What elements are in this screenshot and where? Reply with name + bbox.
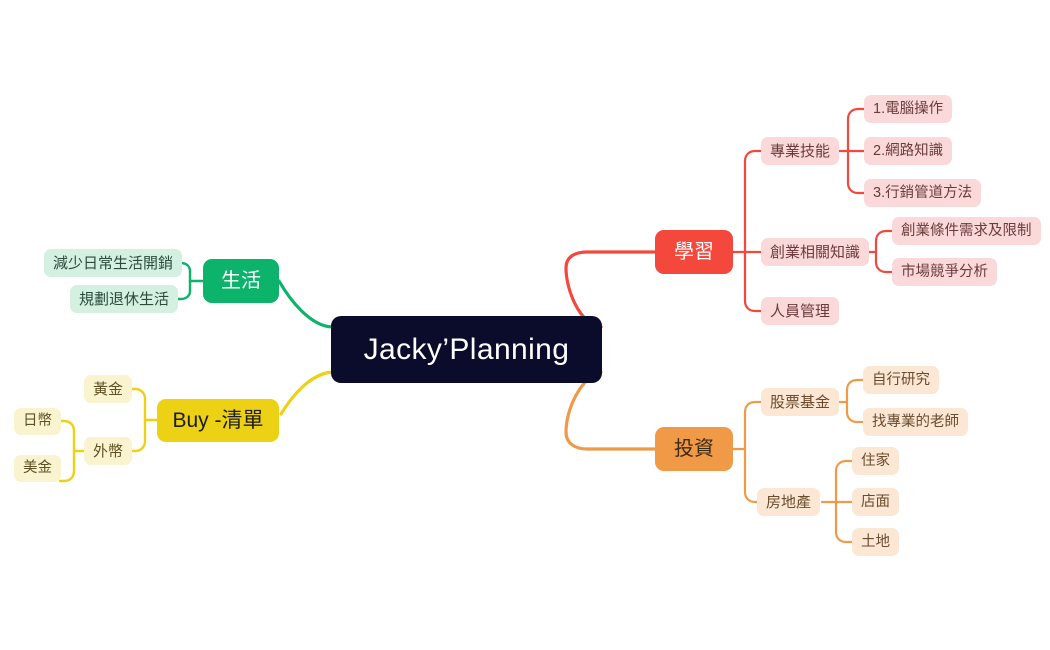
subnode-life-retirement-plan[interactable]: 規劃退休生活: [70, 285, 179, 313]
subnode-learning-professional-skills[interactable]: 專業技能: [761, 137, 840, 165]
branch-node-learning[interactable]: 學習: [655, 230, 733, 274]
branch-node-investment[interactable]: 投資: [655, 427, 733, 471]
leaf-buy-jpy[interactable]: 日幣: [14, 408, 61, 435]
leaf-stocks-find-professional-teacher[interactable]: 找專業的老師: [863, 408, 968, 436]
subnode-investment-real-estate[interactable]: 房地產: [757, 488, 821, 516]
leaf-buy-usd[interactable]: 美金: [14, 455, 61, 482]
subnode-learning-personnel-management[interactable]: 人員管理: [761, 297, 840, 325]
leaf-realestate-storefront[interactable]: 店面: [852, 488, 899, 516]
subnode-investment-stocks-funds[interactable]: 股票基金: [761, 388, 840, 416]
leaf-skill-computer-operation[interactable]: 1.電腦操作: [864, 95, 953, 123]
leaf-realestate-residence[interactable]: 住家: [852, 447, 899, 475]
subnode-learning-startup-knowledge[interactable]: 創業相關知識: [761, 238, 870, 266]
leaf-skill-marketing-channel-methods[interactable]: 3.行銷管道方法: [864, 179, 982, 207]
subnode-buy-foreign-currency[interactable]: 外幣: [84, 437, 133, 465]
subnode-buy-gold[interactable]: 黃金: [84, 375, 133, 403]
leaf-skill-network-knowledge[interactable]: 2.網路知識: [864, 137, 953, 165]
leaf-market-competition-analysis[interactable]: 市場競爭分析: [892, 258, 997, 286]
leaf-startup-requirements-and-limits[interactable]: 創業條件需求及限制: [892, 217, 1041, 245]
branch-node-buy[interactable]: Buy -清單: [157, 399, 279, 442]
branch-node-life[interactable]: 生活: [203, 259, 279, 303]
leaf-realestate-land[interactable]: 土地: [852, 528, 899, 556]
subnode-life-reduce-expenses[interactable]: 減少日常生活開銷: [44, 249, 183, 277]
leaf-stocks-self-research[interactable]: 自行研究: [863, 366, 939, 394]
root-node[interactable]: Jacky’Planning: [331, 316, 602, 383]
